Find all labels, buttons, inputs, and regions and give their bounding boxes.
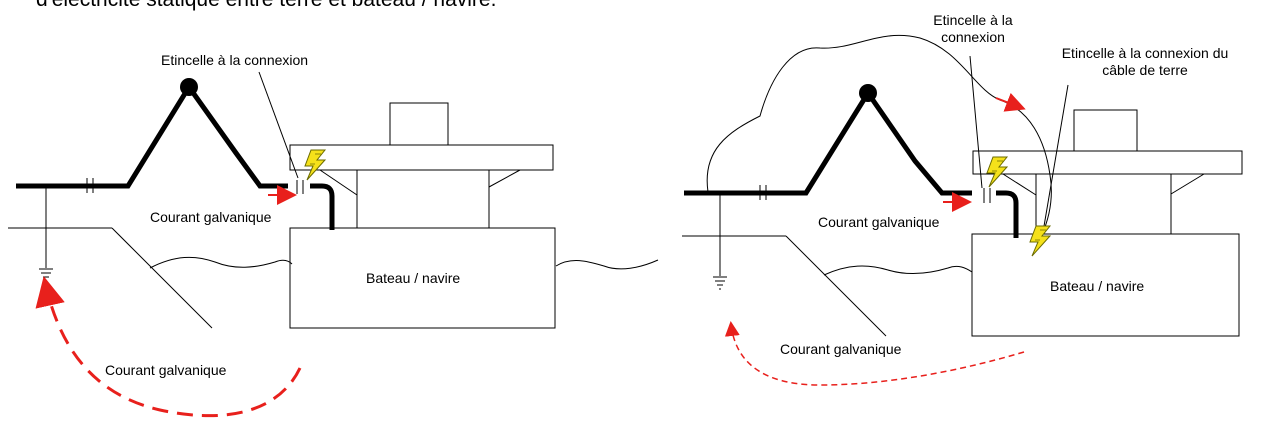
cabin: [1073, 109, 1138, 152]
diagram-heading: d'électricité statique entre terre et ba…: [36, 0, 496, 12]
galvanic-current-arc: [724, 321, 1025, 386]
left-diagram: [8, 71, 659, 418]
deck: [972, 150, 1243, 175]
spark-label: Etincelle à la connexion: [161, 52, 309, 68]
ground-symbol-icon: [712, 276, 728, 290]
spark-icon: [304, 149, 326, 181]
boat-cable: [996, 190, 1019, 238]
boat-hull: [289, 227, 556, 329]
boat-hull: [971, 233, 1240, 337]
water-wave: [555, 259, 659, 270]
cable-pivot: [859, 84, 877, 102]
ground-spark-label-line1: Etincelle à la connexion du: [1061, 45, 1229, 61]
arrow-icon: [995, 92, 1026, 112]
cabin: [389, 102, 449, 146]
water-wave: [823, 265, 973, 276]
spark-label-line2: connexion: [941, 29, 1005, 45]
boat-cable: [310, 183, 335, 230]
bank-slope: [785, 235, 887, 337]
boat-label: Bateau / navire: [1050, 278, 1145, 294]
spark-icon: [1029, 225, 1051, 257]
ground-symbol-icon: [38, 268, 54, 282]
shore-cable: [16, 82, 288, 189]
pier-support: [1035, 173, 1172, 235]
pier-support: [356, 169, 490, 229]
thin-cable-loop: [706, 34, 1052, 241]
spark-label-line1: Etincelle à la: [933, 12, 1013, 28]
galvanic-current-label: Courant galvanique: [150, 209, 272, 225]
deck: [289, 144, 554, 171]
right-diagram: [682, 34, 1243, 386]
galvanic-current-label: Courant galvanique: [818, 214, 940, 230]
ground-spark-label-line2: câble de terre: [1102, 62, 1188, 78]
bank-slope: [111, 227, 213, 329]
spark-icon: [986, 156, 1008, 188]
ground-spark-label: Etincelle à la connexion du câble de ter…: [1030, 45, 1260, 79]
shore-cable: [684, 88, 972, 196]
galvanic-current-arc: [35, 276, 302, 418]
water-wave: [149, 256, 293, 269]
cable-pivot: [180, 78, 198, 96]
spark-label: Etincelle à la connexion: [918, 12, 1028, 46]
galvanic-current-label: Courant galvanique: [780, 341, 902, 357]
boat-label: Bateau / navire: [366, 270, 461, 286]
galvanic-current-label: Courant galvanique: [105, 362, 227, 378]
